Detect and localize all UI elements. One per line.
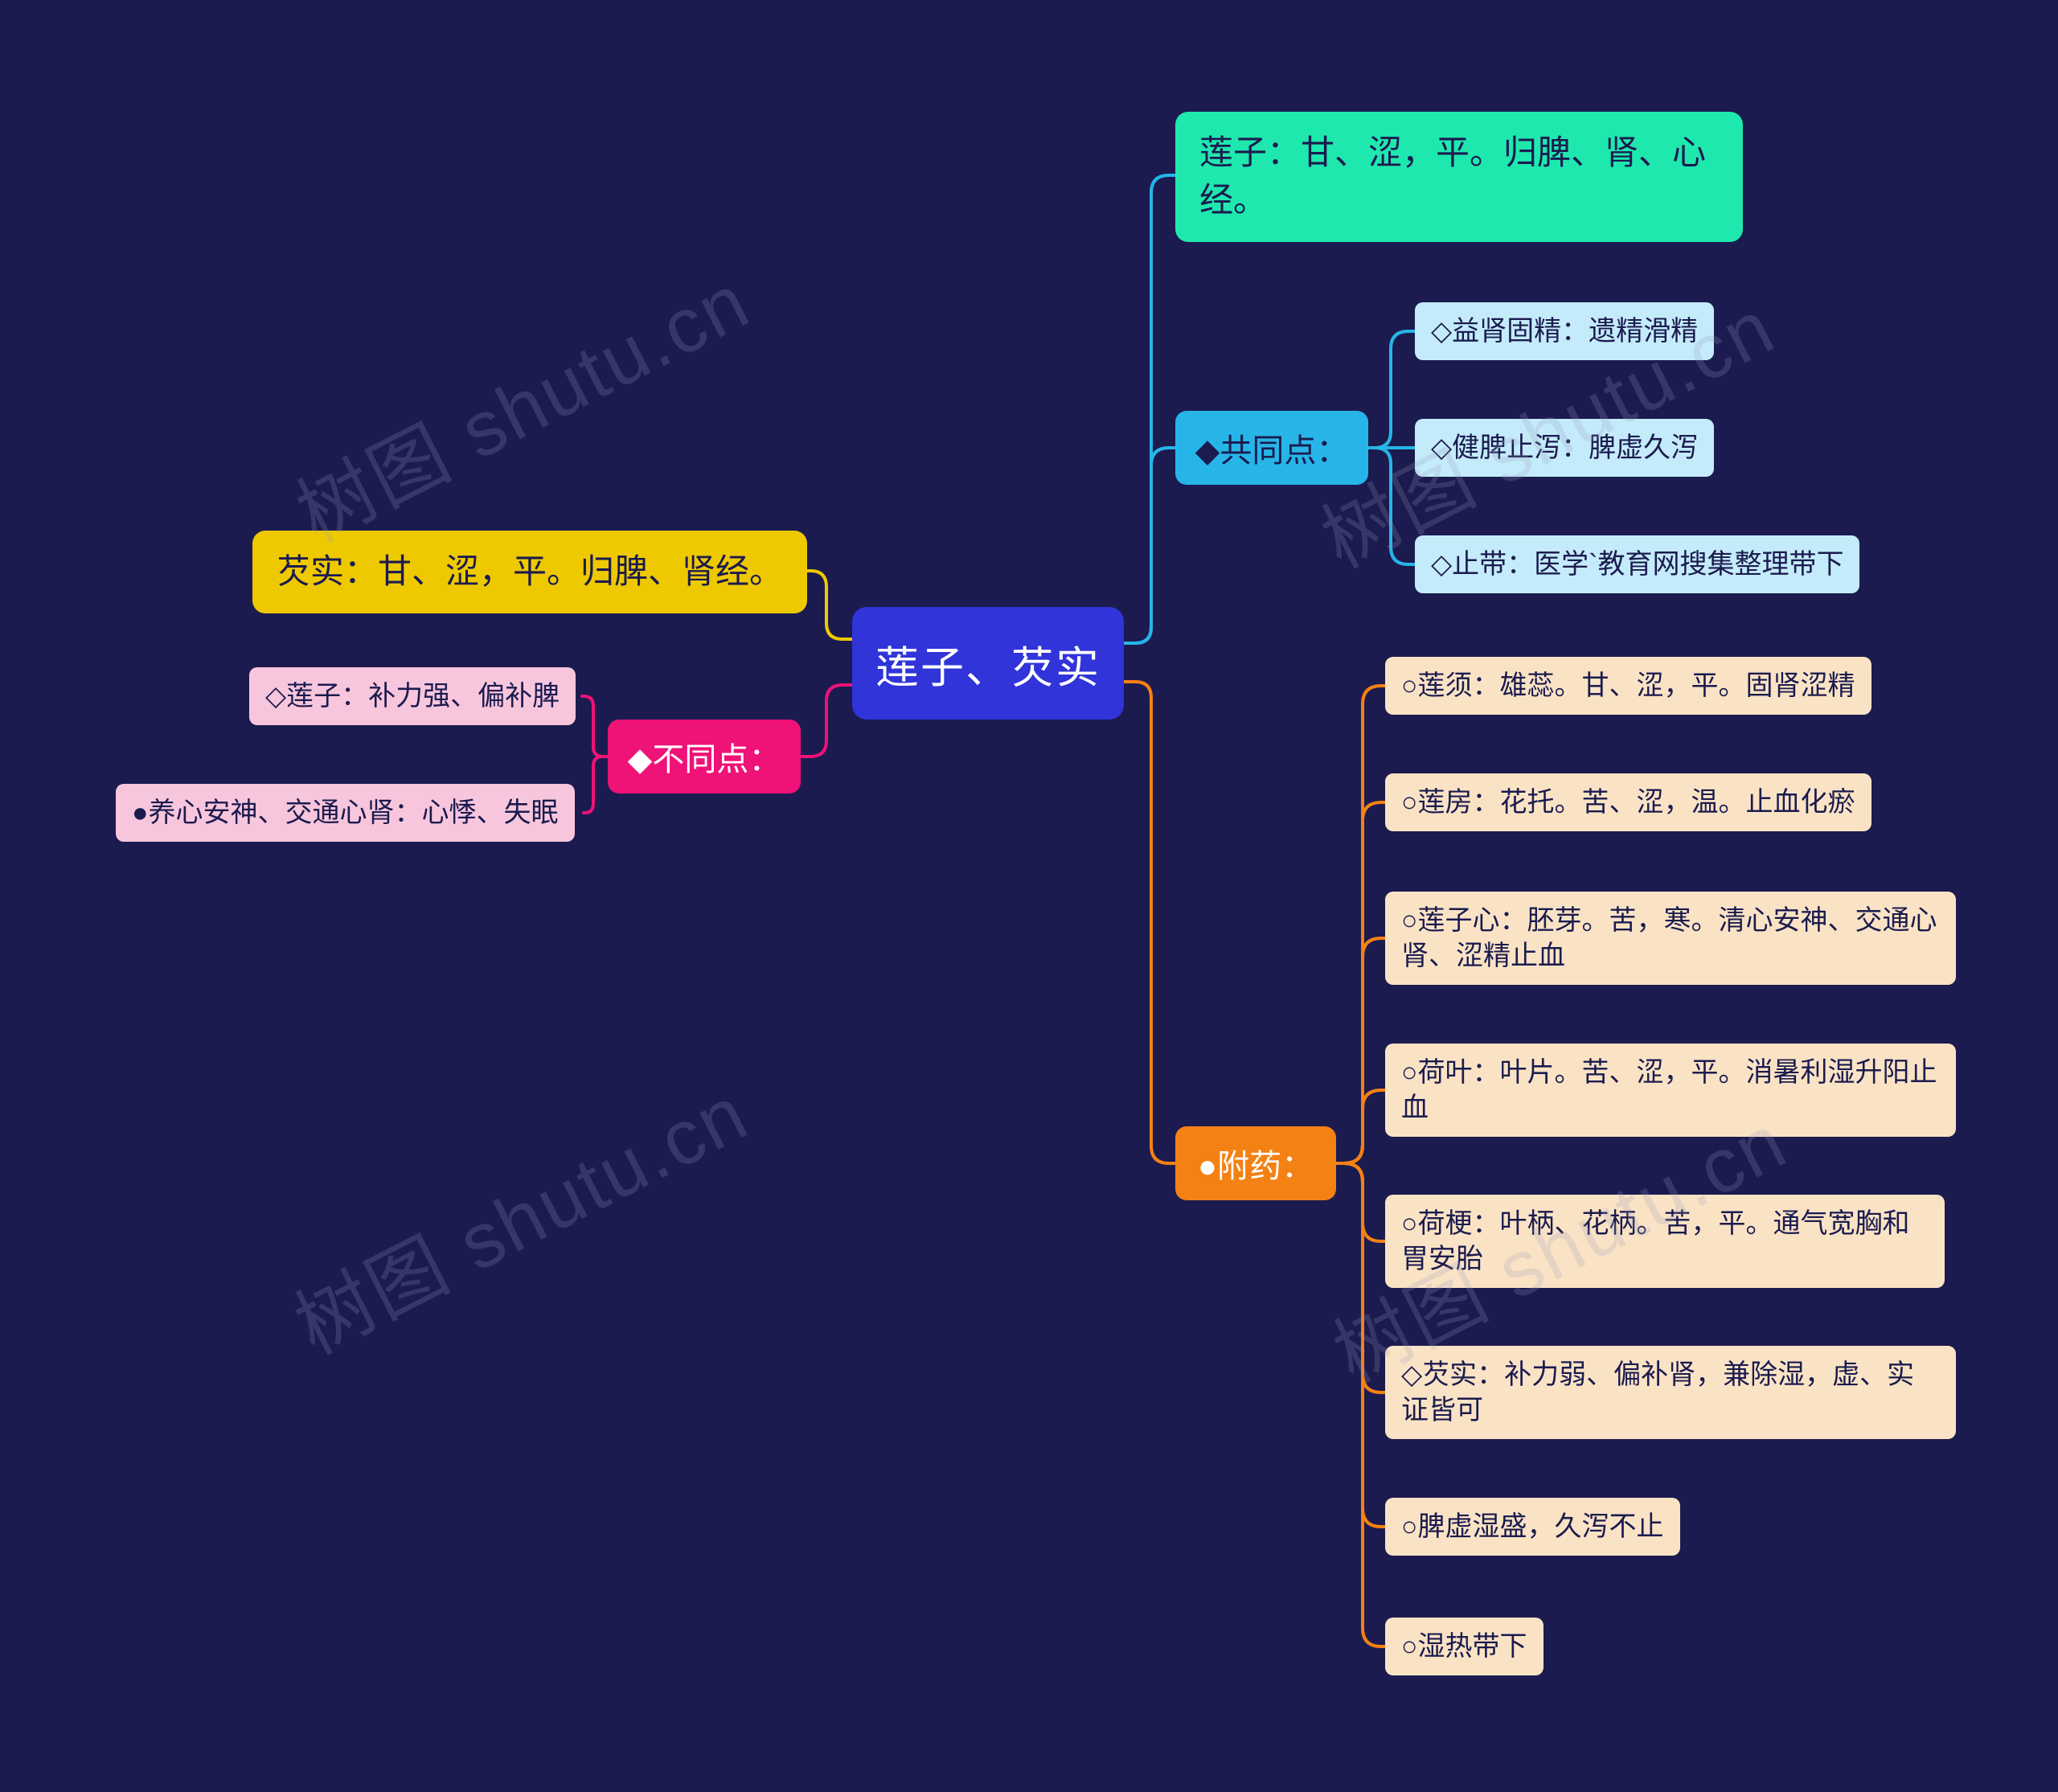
node-qianshi-diff[interactable]: ◇芡实：补力弱、偏补肾，兼除湿，虚、实证皆可 <box>1385 1346 1956 1440</box>
connector-butongdian-to-child-1 <box>580 695 609 758</box>
connector-fuyao-to-child-6 <box>1334 1162 1387 1394</box>
node-yangxin-anshen[interactable]: ●养心安神、交通心肾：心悸、失眠 <box>116 784 575 843</box>
node-gongtongdian[interactable]: ◆共同点： <box>1175 411 1368 485</box>
node-lianfang[interactable]: ○莲房：花托。苦、涩，温。止血化瘀 <box>1385 773 1871 832</box>
connector-root-to-fuyao <box>1122 680 1177 1165</box>
node-shire-daixia[interactable]: ○湿热带下 <box>1385 1618 1544 1676</box>
connector-butongdian-to-child-2 <box>582 755 609 814</box>
connector-fuyao-to-child-3 <box>1334 937 1387 1165</box>
connector-root-to-qianshi-property <box>802 569 854 641</box>
connector-gongtongdian-to-child-3 <box>1367 446 1416 566</box>
node-butongdian[interactable]: ◆不同点： <box>608 720 801 793</box>
node-jianpi-zhixie[interactable]: ◇健脾止泻：脾虚久泻 <box>1415 419 1715 478</box>
connector-root-to-gongtongdian <box>1122 446 1177 645</box>
node-lianxu[interactable]: ○莲须：雄蕊。甘、涩，平。固肾涩精 <box>1385 657 1871 716</box>
node-yishen-gujing[interactable]: ◇益肾固精：遗精滑精 <box>1415 302 1715 361</box>
connector-fuyao-to-child-8 <box>1334 1162 1387 1648</box>
node-pixu-shisheng[interactable]: ○脾虚湿盛，久泻不止 <box>1385 1498 1680 1556</box>
node-lianzi-diff[interactable]: ◇莲子：补力强、偏补脾 <box>249 667 576 726</box>
node-qianshi-property[interactable]: 芡实：甘、涩，平。归脾、肾经。 <box>252 531 808 613</box>
node-hegeng[interactable]: ○荷梗：叶柄、花柄。苦，平。通气宽胸和胃安胎 <box>1385 1195 1945 1289</box>
connector-fuyao-to-child-4 <box>1334 1089 1387 1165</box>
node-root[interactable]: 莲子、芡实 <box>852 607 1124 720</box>
connector-fuyao-to-child-2 <box>1334 801 1387 1165</box>
connector-gongtongdian-to-child-1 <box>1367 330 1416 449</box>
connector-root-to-butongdian <box>799 683 854 758</box>
connector-fuyao-to-child-7 <box>1334 1162 1387 1528</box>
node-lianzi-property[interactable]: 莲子：甘、涩，平。归脾、肾、心经。 <box>1175 112 1743 242</box>
node-fuyao[interactable]: ●附药： <box>1175 1126 1336 1200</box>
node-lianzixin[interactable]: ○莲子心：胚芽。苦，寒。清心安神、交通心肾、涩精止血 <box>1385 892 1956 986</box>
node-zhidai[interactable]: ◇止带：医学`教育网搜集整理带下 <box>1415 535 1860 594</box>
node-heye[interactable]: ○荷叶：叶片。苦、涩，平。消暑利湿升阳止血 <box>1385 1044 1956 1138</box>
